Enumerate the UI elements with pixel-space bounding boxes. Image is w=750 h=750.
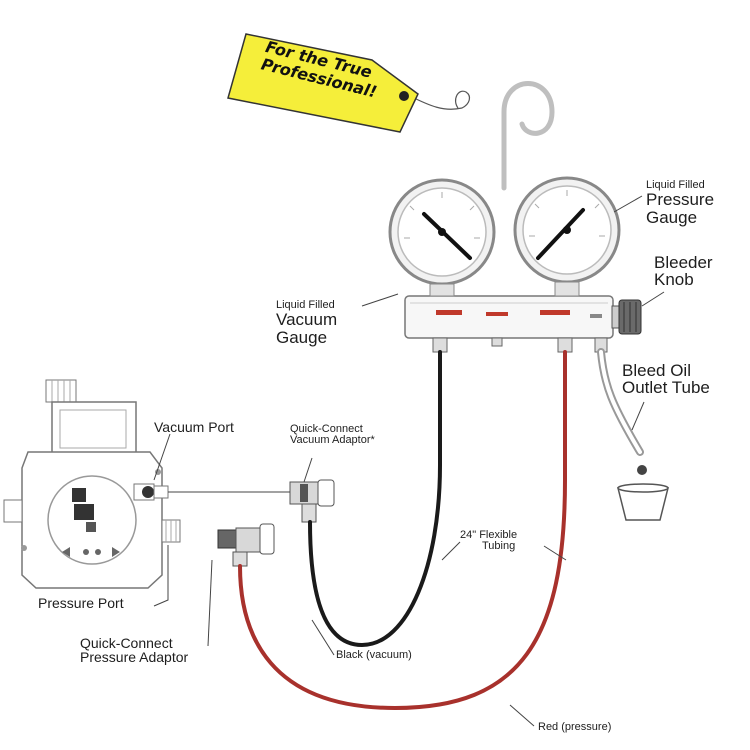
label-qc-vacuum-line-2: Vacuum Adaptor* bbox=[290, 434, 375, 447]
leader-black-hose bbox=[311, 619, 335, 656]
leader-qc-pressure bbox=[207, 559, 213, 647]
leader-qc-vacuum bbox=[303, 457, 313, 483]
leader-tubing-right bbox=[543, 545, 567, 561]
bleeder-knob bbox=[611, 299, 642, 335]
label-tubing-line-1: 24" Flexible bbox=[460, 529, 518, 541]
quick-connect-vacuum-adaptor bbox=[289, 479, 335, 523]
label-tubing-line-2: Tubing bbox=[482, 540, 516, 553]
label-bleed-oil-outlet: Bleed Oil Outlet Tube bbox=[622, 362, 710, 397]
label-vacuum-gauge-line-1: Liquid Filled bbox=[276, 299, 335, 311]
label-black-hose: Black (vacuum) bbox=[336, 649, 412, 661]
label-pressure-gauge-line-1: Liquid Filled bbox=[646, 179, 705, 191]
collection-cup bbox=[617, 487, 669, 521]
quick-connect-pressure-adaptor bbox=[217, 523, 275, 567]
label-flexible-tubing: 24" Flexible Tubing bbox=[460, 529, 518, 553]
leader-bleeder-knob bbox=[641, 291, 665, 307]
label-bleed-oil-line-1: Bleed Oil bbox=[622, 361, 691, 380]
manifold-body bbox=[404, 295, 614, 353]
label-bleeder-knob-line-2: Knob bbox=[654, 270, 694, 290]
label-pressure-port: Pressure Port bbox=[38, 595, 124, 611]
label-pressure-gauge-line-3: Gauge bbox=[646, 207, 698, 227]
leader-pressure-gauge bbox=[613, 195, 643, 213]
vacuum-port bbox=[142, 486, 154, 498]
label-qc-pressure-line-1: Quick-Connect bbox=[80, 635, 173, 651]
oil-drop bbox=[637, 465, 647, 475]
label-quick-connect-pressure: Quick-Connect Pressure Adaptor bbox=[80, 636, 188, 665]
leader-tubing-left bbox=[441, 541, 461, 561]
leader-red-hose bbox=[509, 704, 535, 727]
pressure-gauge bbox=[513, 176, 621, 297]
tag-eyelet bbox=[399, 91, 409, 101]
label-qc-pressure-line-2: Pressure Adaptor bbox=[80, 649, 189, 666]
label-bleed-oil-line-2: Outlet Tube bbox=[622, 378, 710, 398]
tag-string bbox=[409, 90, 471, 110]
vacuum-gauge bbox=[388, 178, 496, 297]
label-vacuum-gauge-line-3: Gauge bbox=[276, 327, 328, 347]
hanger-hook bbox=[501, 81, 555, 191]
black-vacuum-hose bbox=[308, 350, 442, 648]
promo-tag bbox=[227, 33, 419, 133]
oil-pump bbox=[3, 379, 181, 589]
vacuum-gauge-needle bbox=[422, 212, 472, 260]
label-red-hose: Red (pressure) bbox=[538, 721, 612, 733]
leader-vacuum-gauge bbox=[361, 293, 399, 307]
label-vacuum-gauge-line-2: Vacuum bbox=[276, 310, 338, 330]
label-vacuum-port: Vacuum Port bbox=[154, 419, 234, 435]
label-bleeder-knob-line-1: Bleeder bbox=[654, 253, 713, 272]
pressure-gauge-needle bbox=[536, 208, 585, 260]
leader-vacuum-port bbox=[153, 433, 171, 481]
leader-bleed-outlet bbox=[631, 401, 645, 431]
label-pressure-gauge-line-2: Pressure bbox=[646, 190, 715, 210]
label-qc-vacuum-line-1: Quick-Connect bbox=[290, 423, 363, 435]
label-pressure-gauge: Liquid Filled Pressure Gauge bbox=[646, 179, 715, 227]
red-pressure-hose bbox=[238, 350, 567, 711]
leader-pressure-port bbox=[153, 545, 169, 607]
label-vacuum-gauge: Liquid Filled Vacuum Gauge bbox=[276, 299, 338, 347]
label-bleeder-knob: Bleeder Knob bbox=[654, 254, 713, 289]
label-quick-connect-vacuum: Quick-Connect Vacuum Adaptor* bbox=[290, 423, 375, 447]
